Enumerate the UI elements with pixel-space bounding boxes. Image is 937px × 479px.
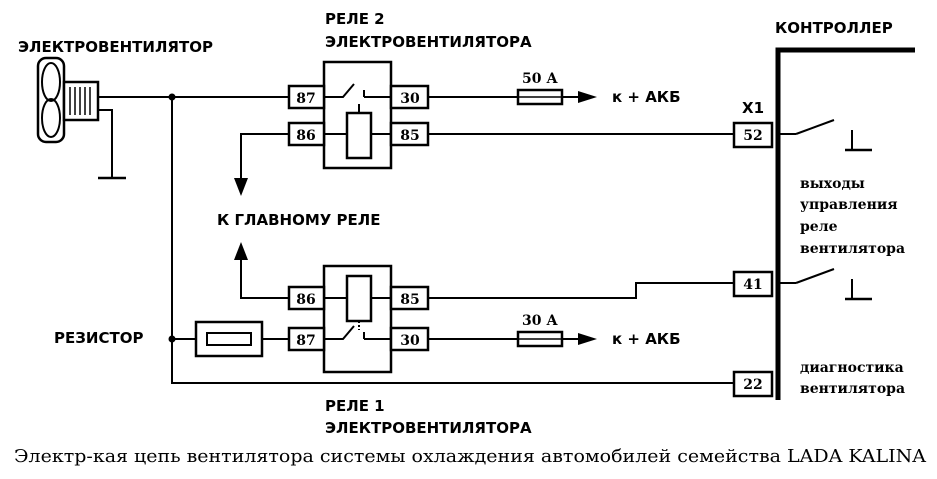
pin-label: 30 bbox=[400, 91, 420, 107]
pin-41 bbox=[732, 270, 774, 298]
relay-1: 86 87 85 30 bbox=[287, 264, 430, 374]
resistor-icon bbox=[194, 320, 264, 358]
pin-label: 52 bbox=[743, 128, 762, 144]
fuse-30a-icon bbox=[516, 330, 564, 348]
pin-22 bbox=[732, 370, 774, 398]
pin-87 bbox=[287, 84, 326, 110]
outputs-label: управления bbox=[800, 197, 898, 213]
pin-label: 85 bbox=[400, 292, 419, 308]
pin-86 bbox=[287, 285, 326, 311]
pin-label: 85 bbox=[400, 128, 419, 144]
pin-85 bbox=[389, 285, 430, 311]
battery-top-label: к + АКБ bbox=[612, 88, 681, 106]
outputs-label: реле bbox=[800, 219, 838, 235]
pin-label: 86 bbox=[296, 292, 315, 308]
controller: 52 41 22 bbox=[732, 47, 915, 400]
relay1-subtitle: ЭЛЕКТРОВЕНТИЛЯТОРА bbox=[325, 419, 532, 437]
pin-86 bbox=[287, 121, 326, 147]
pin-30 bbox=[389, 84, 430, 110]
diag-label: вентилятора bbox=[800, 381, 905, 397]
pin-label: 30 bbox=[400, 333, 420, 349]
fuse-top-label: 50 А bbox=[522, 71, 558, 87]
pin-52 bbox=[732, 121, 774, 149]
resistor-label: РЕЗИСТОР bbox=[54, 329, 143, 347]
fan-motor-icon bbox=[36, 56, 126, 180]
fan-label: ЭЛЕКТРОВЕНТИЛЯТОР bbox=[18, 38, 213, 56]
fuse-bottom-label: 30 А bbox=[522, 313, 558, 329]
wiring bbox=[98, 91, 734, 384]
pin-label: 87 bbox=[296, 91, 315, 107]
pin-label: 87 bbox=[296, 333, 315, 349]
caption: Электр-кая цепь вентилятора системы охла… bbox=[14, 446, 927, 467]
pin-label: 22 bbox=[743, 377, 762, 393]
relay2-subtitle: ЭЛЕКТРОВЕНТИЛЯТОРА bbox=[325, 33, 532, 51]
relay2-title: РЕЛЕ 2 bbox=[325, 10, 385, 28]
x1-label: X1 bbox=[742, 99, 764, 117]
outputs-label: выходы bbox=[800, 176, 865, 192]
controller-label: КОНТРОЛЛЕР bbox=[775, 19, 893, 37]
pin-30 bbox=[389, 326, 430, 352]
battery-bottom-label: к + АКБ bbox=[612, 330, 681, 348]
pin-87 bbox=[287, 326, 326, 352]
pin-label: 86 bbox=[296, 128, 315, 144]
main-relay-label: К ГЛАВНОМУ РЕЛЕ bbox=[217, 211, 381, 229]
switch-icon bbox=[778, 268, 872, 301]
diag-label: диагностика bbox=[800, 360, 904, 376]
relay1-title: РЕЛЕ 1 bbox=[325, 397, 385, 415]
fuse-50a-icon bbox=[516, 88, 564, 106]
outputs-label: вентилятора bbox=[800, 241, 905, 257]
switch-icon bbox=[778, 119, 872, 152]
pin-85 bbox=[389, 121, 430, 147]
relay-2: 87 86 30 85 bbox=[287, 60, 430, 170]
pin-label: 41 bbox=[743, 277, 762, 293]
